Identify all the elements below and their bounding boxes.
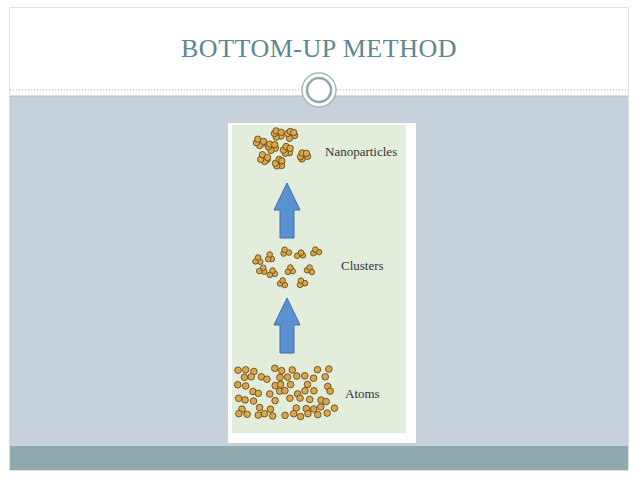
particle	[278, 367, 285, 374]
particle	[331, 405, 338, 412]
slide-title: BOTTOM-UP METHOD	[181, 34, 457, 64]
slide-ground	[10, 8, 628, 470]
up-arrow	[274, 183, 300, 238]
particle	[327, 388, 334, 395]
particle	[235, 367, 242, 374]
particle	[242, 397, 249, 404]
particle	[277, 374, 284, 381]
particle	[278, 129, 284, 135]
particle	[255, 255, 261, 261]
particle-layer	[234, 128, 337, 420]
particle	[303, 150, 309, 156]
particle	[302, 387, 309, 394]
particle	[293, 373, 300, 380]
particle	[244, 411, 251, 418]
particle	[235, 395, 242, 402]
particle	[282, 387, 289, 394]
particle	[313, 247, 319, 253]
stage-label: Nanoparticles	[325, 144, 397, 160]
particle	[264, 154, 270, 160]
particle	[255, 390, 262, 397]
particle	[261, 410, 268, 417]
particle	[317, 404, 324, 411]
particle	[241, 374, 248, 381]
particle	[297, 413, 304, 420]
particle	[307, 265, 313, 271]
particle	[298, 278, 304, 284]
ornament-circle	[307, 78, 331, 102]
particle	[248, 374, 255, 381]
footer-bar	[10, 446, 628, 470]
particle	[304, 381, 311, 388]
particle	[264, 376, 271, 383]
particle	[298, 250, 304, 256]
particle	[256, 404, 263, 411]
particle	[242, 383, 249, 390]
particle	[267, 252, 273, 258]
particle	[242, 366, 249, 373]
particle	[250, 398, 257, 405]
particle	[326, 366, 333, 373]
particle	[311, 387, 318, 394]
particle	[287, 395, 294, 402]
stage-label: Atoms	[345, 386, 380, 402]
particle	[290, 410, 297, 417]
particle	[267, 391, 274, 398]
particle	[282, 412, 289, 419]
particle	[270, 268, 276, 274]
particle	[269, 413, 276, 420]
particle	[282, 247, 288, 253]
up-arrow	[274, 298, 300, 353]
particle	[279, 158, 285, 164]
particle	[305, 410, 312, 417]
particle	[301, 373, 308, 380]
particle	[284, 374, 291, 381]
particle	[272, 397, 279, 404]
particle	[280, 278, 286, 284]
particle	[267, 406, 274, 413]
particle	[288, 265, 294, 271]
ornament-circle	[302, 73, 336, 107]
picture-frame	[228, 123, 416, 443]
particle	[261, 265, 267, 271]
particle	[297, 395, 304, 402]
particle	[255, 412, 262, 419]
particle	[290, 129, 296, 135]
particle	[271, 365, 278, 372]
particle	[324, 410, 331, 417]
particle	[277, 381, 284, 388]
particle	[289, 367, 296, 374]
particle	[287, 145, 293, 151]
stage-label: Clusters	[341, 258, 384, 274]
particle	[287, 381, 294, 388]
particle	[260, 138, 266, 144]
particle	[272, 142, 278, 148]
particle	[323, 398, 330, 405]
particle	[234, 381, 241, 388]
particle	[236, 410, 243, 417]
particle	[310, 375, 317, 382]
particle	[314, 366, 321, 373]
particle	[306, 396, 313, 403]
particle	[322, 373, 329, 380]
picture-panel	[232, 125, 406, 433]
particle	[314, 411, 321, 418]
